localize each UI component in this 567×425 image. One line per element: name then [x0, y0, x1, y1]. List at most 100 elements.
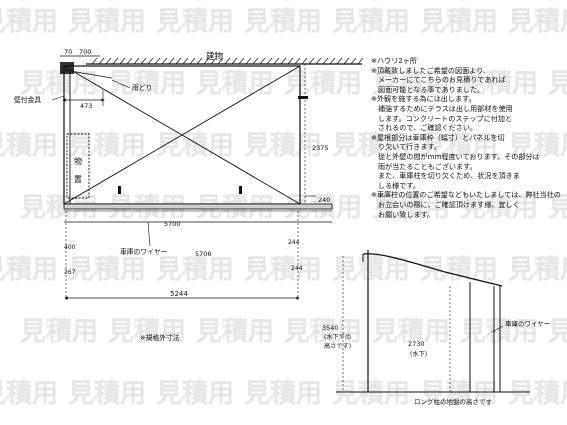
watermark-tile: 見積用 [332, 131, 410, 161]
watermark-tile: 見積用 [460, 193, 538, 223]
wall-attach-label: 壁付金具 [14, 95, 41, 104]
note-line: ※頂戴致しましたご希望の図面より、 [371, 65, 491, 75]
watermark-tile: 見積用 [156, 379, 234, 409]
storage-label-1: 物 [74, 156, 82, 166]
plan-view: 建物 70 700 物 置 473 壁付金具 雨どり [14, 48, 364, 342]
watermark-tile: 見積用 [20, 317, 98, 347]
section-caption: ロング柱の地盤の高さです [414, 397, 493, 406]
section-right-note: (水下) [410, 350, 427, 358]
watermark-tile: 見積用 [548, 193, 567, 223]
roof-diagonal-b [63, 65, 301, 205]
note-line: ※ハウリ2ヶ所 [371, 56, 417, 65]
dim-right-post-sub: 244 [291, 265, 303, 272]
note-line: 雨が当たることもございます。 [378, 161, 477, 171]
watermark-tile: 見積用 [420, 131, 498, 161]
watermark-tile: 見積用 [508, 131, 567, 161]
dim-overhang: 473 [80, 102, 92, 110]
watermark-tile: 見積用 [548, 317, 567, 347]
watermark-tile: 見積用 [0, 7, 58, 37]
rain-gutter-label: 雨どり [132, 84, 152, 92]
note-line: 従と外壁の間がmm程度いております。その部分は [378, 151, 540, 161]
note-line: り欠いて行きます。 [378, 142, 441, 152]
post-mark-right [239, 186, 242, 194]
rain-gutter-leader [111, 79, 131, 89]
note-line: また、車庫柱を切り欠くため、状況を頂きま [378, 171, 520, 181]
wire-leader [147, 221, 151, 247]
note-line: します。コンクリートのステップに付加と [378, 113, 513, 123]
section-wire-leader [491, 325, 504, 333]
watermark-tile: 見積用 [284, 317, 362, 347]
watermark-tile: 見積用 [196, 69, 274, 99]
dim-left-post-sub: 267 [64, 269, 76, 276]
section-left-note-2: 高さです) [324, 342, 351, 350]
watermark-tile: 見積用 [0, 255, 58, 285]
watermark-tile: 見積用 [244, 131, 322, 161]
watermark-tile: 見積用 [244, 7, 322, 37]
post-mark-left [118, 186, 121, 194]
dim-total-width: 5244 [170, 290, 188, 298]
watermark-tile: 見積用 [244, 379, 322, 409]
watermark-tile: 見積用 [68, 131, 146, 161]
section-left-height: 3540 [322, 324, 339, 332]
watermark-tile: 見積用 [0, 379, 58, 409]
dim-right-post: 244 [288, 239, 300, 246]
note-line: お願い致します。 [378, 209, 435, 219]
section-wire-label: 車庫のワイヤー [505, 319, 550, 328]
watermark-tile: 見積用 [460, 317, 538, 347]
gutter-line [63, 69, 113, 79]
watermark-tile: 見積用 [20, 69, 98, 99]
section-left-note-1: (水下での [324, 333, 351, 341]
dim-top-post-offset: 700 [79, 48, 91, 56]
building-wall-hatching [91, 57, 364, 65]
section-roof [362, 253, 503, 287]
note-line: ※外観を施する為には出します。 [371, 94, 476, 104]
watermark-tile: 見積用 [244, 255, 322, 285]
note-line: 補強するためにテラスは出し用部材を使用 [378, 103, 513, 113]
watermark-tile: 見積用 [68, 255, 146, 285]
dim-left-post: 400 [64, 244, 76, 251]
building-label: 建物 [206, 51, 224, 62]
front-beam [63, 203, 333, 210]
section-view: 3540 (水下での 高さです) 2730 (水下) 車庫のワイヤー ロング柱の… [322, 250, 550, 406]
note-line: メーカーにてこちらのお見積りであれば [378, 75, 506, 85]
dim-inner-width: 5700 [164, 220, 181, 228]
watermark-tile: 見積用 [156, 131, 234, 161]
note-line: ※屋根部分は車庫枠（幅寸）とパネルを切 [371, 132, 505, 142]
note-line: 図面可能となる事でありました。 [378, 84, 485, 94]
note-line: お立会いの際に、ご確認頂けます様、宜しく [378, 199, 520, 209]
watermark-tile: 見積用 [108, 317, 186, 347]
watermark-tile: 見積用 [420, 7, 498, 37]
wire-label: 車庫のワイヤー [120, 247, 168, 256]
watermark-tile: 見積用 [372, 69, 450, 99]
wall-attach-leader [51, 95, 65, 101]
watermark-tile: 見積用 [0, 131, 58, 161]
storage-shed [66, 133, 90, 199]
watermark-tile: 見積用 [372, 193, 450, 223]
section-right-height: 2730 [408, 340, 425, 348]
watermark-tile: 見積用 [508, 379, 567, 409]
spec-notes: ※ハウリ2ヶ所※頂戴致しましたご希望の図面より、メーカーにてこちらのお見積りであ… [371, 56, 563, 219]
watermark-tile: 見積用 [68, 7, 146, 37]
dim-right-small: 240 [318, 196, 330, 204]
note-line: しる様です。 [378, 180, 420, 190]
watermark-tile: 見積用 [196, 317, 274, 347]
watermark-tile: 見積用 [332, 7, 410, 37]
watermark-tile: 見積用 [332, 255, 410, 285]
dim-top-left-small: 70 [64, 48, 72, 56]
plan-caption: ※規格外寸法 [140, 333, 180, 342]
watermark-tile: 見積用 [460, 69, 538, 99]
watermark-tile: 見積用 [156, 255, 234, 285]
note-line: ※車庫柱の位置のご希望などもいたしましては、弊社当社の [371, 190, 561, 200]
watermark-tile: 見積用 [508, 255, 567, 285]
dim-right-height: 2375 [312, 144, 329, 152]
watermark-tile: 見積用 [372, 317, 450, 347]
watermark-tile: 見積用 [548, 69, 567, 99]
watermark-tile: 見積用 [508, 7, 567, 37]
dim-wire-width: 5706 [195, 250, 212, 258]
right-dim-mark [298, 96, 308, 99]
watermark-tile: 見積用 [284, 69, 362, 99]
storage-label-2: 置 [74, 175, 82, 184]
watermark-tile: 見積用 [420, 255, 498, 285]
